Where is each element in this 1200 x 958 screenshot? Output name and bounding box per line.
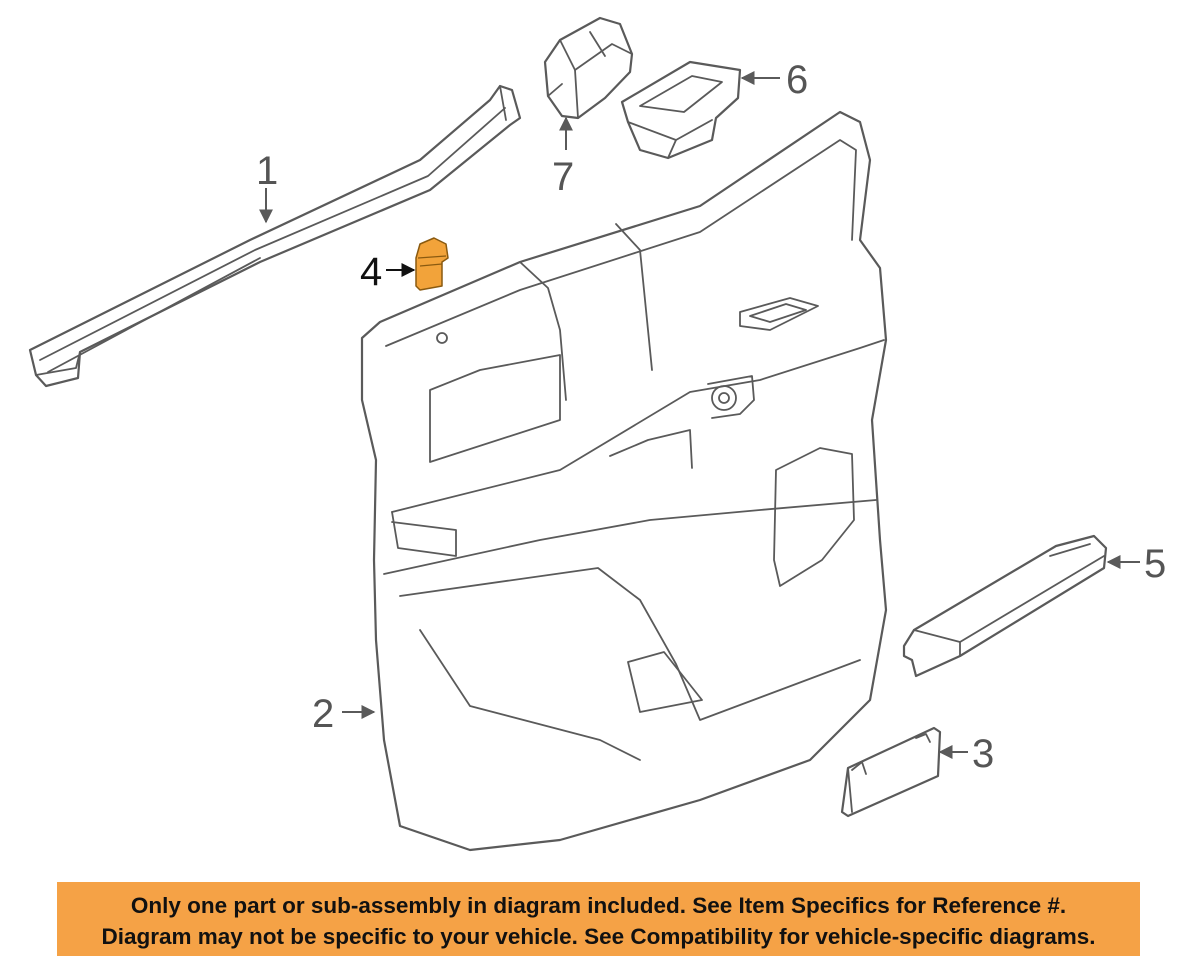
part-5-armrest <box>902 534 1108 678</box>
callout-4: 4 <box>360 250 382 294</box>
part-3-cover <box>840 726 942 818</box>
part-2-door-trim-panel <box>360 110 888 852</box>
disclaimer-banner: Only one part or sub-assembly in diagram… <box>57 882 1140 956</box>
callout-3: 3 <box>972 732 994 776</box>
callout-7: 7 <box>552 155 574 199</box>
callout-2: 2 <box>312 692 334 736</box>
disclaimer-line-2: Diagram may not be specific to your vehi… <box>101 924 1096 949</box>
part-4-clip <box>415 237 449 291</box>
part-7-switch <box>543 16 634 120</box>
part-1-belt-weatherstrip <box>28 84 522 388</box>
part-6-switch-bezel <box>620 60 742 160</box>
callout-1: 1 <box>256 149 278 193</box>
callout-5: 5 <box>1144 542 1166 586</box>
disclaimer-line-1: Only one part or sub-assembly in diagram… <box>130 893 1067 918</box>
callout-6: 6 <box>786 58 808 102</box>
